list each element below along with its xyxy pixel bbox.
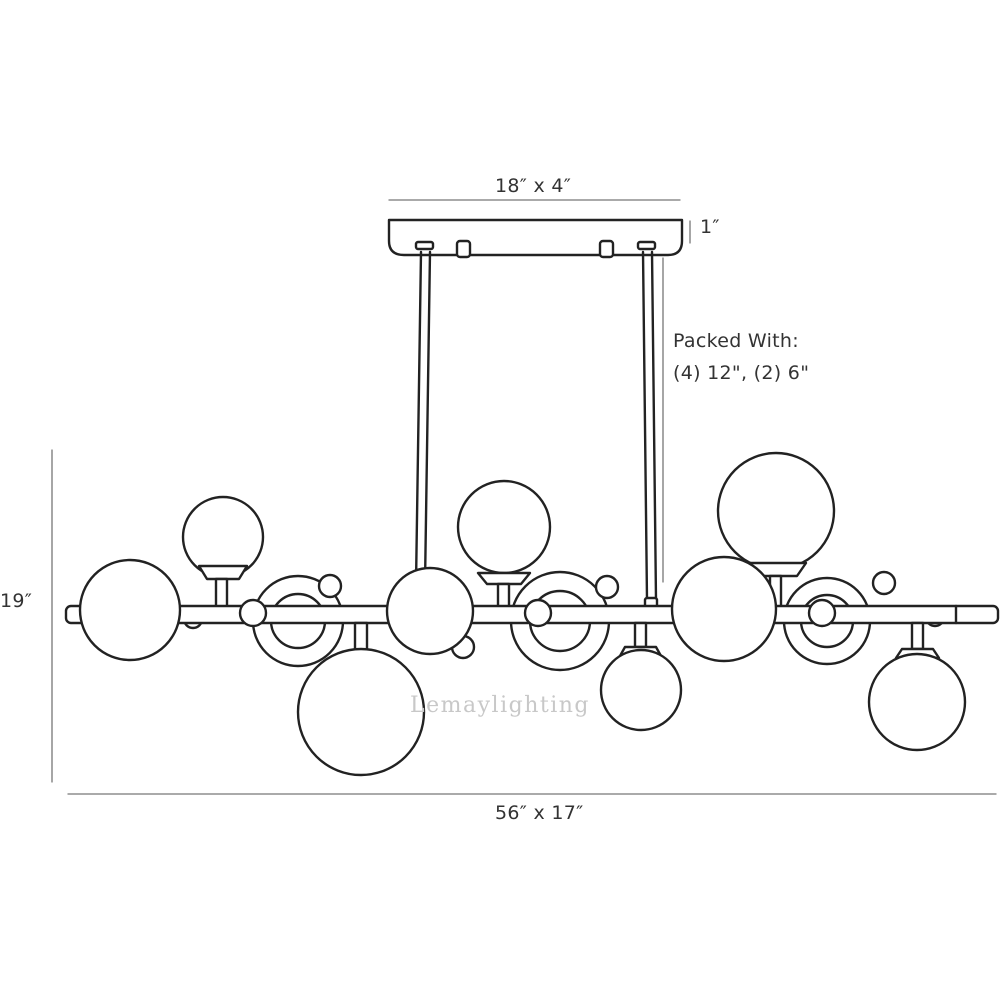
canopy: [387, 218, 684, 259]
watermark: Lemaylighting: [410, 693, 590, 718]
packed-with-rods: (4) 12", (2) 6": [673, 362, 810, 384]
upper-globes: [181, 451, 836, 611]
bar-globes: [78, 555, 778, 663]
overall-size-label: 56″ x 17″: [495, 802, 584, 824]
bar-joints: [238, 598, 837, 628]
lower-globes: [296, 621, 967, 777]
canopy-height-label: 1″: [700, 216, 720, 238]
overall-height-label: 19″: [0, 590, 33, 612]
dimension-lines: [51, 199, 997, 795]
canopy-dimension-label: 18″ x 4″: [495, 175, 572, 197]
packed-with-title: Packed With:: [673, 330, 799, 352]
